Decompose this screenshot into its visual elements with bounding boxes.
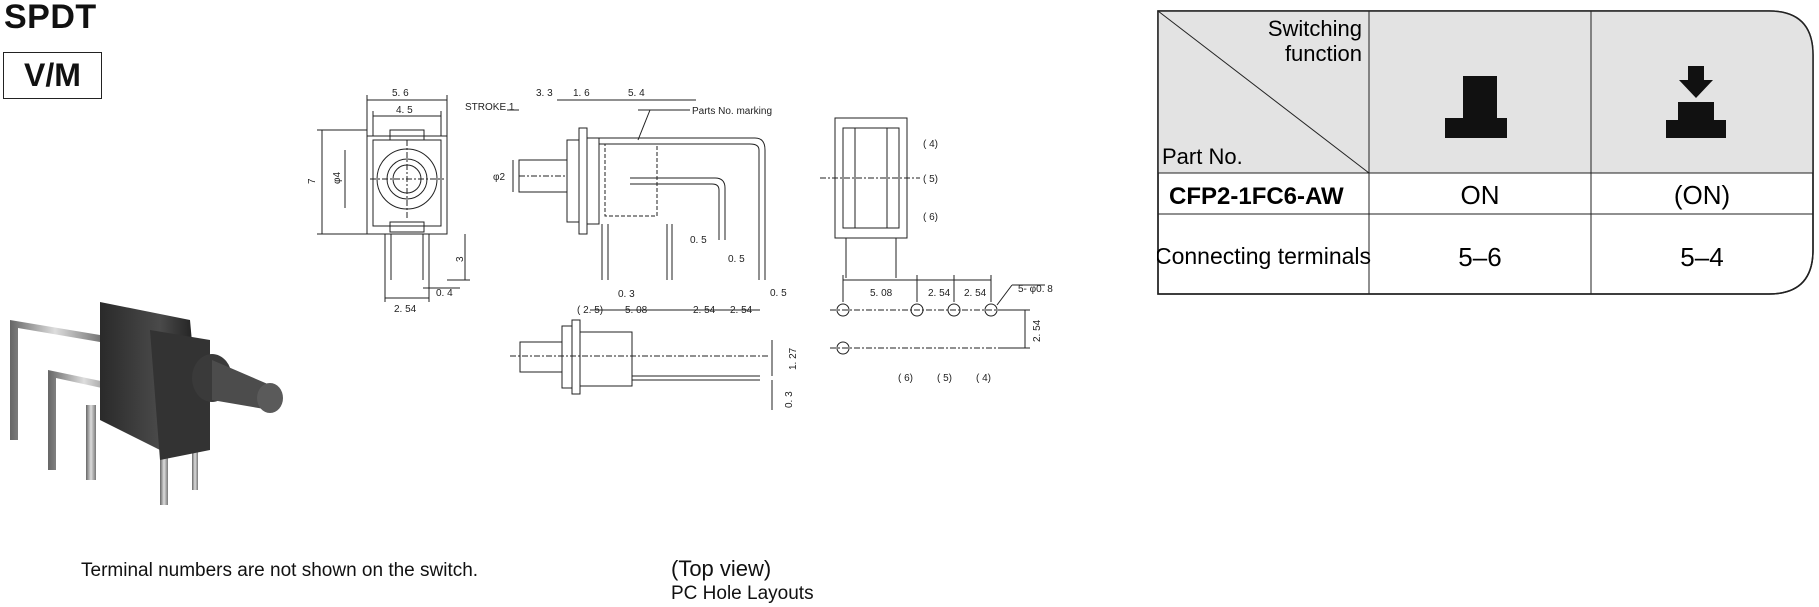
- part-number: CFP2-1FC6-AW: [1169, 183, 1344, 210]
- pressed-plunger-icon: [1666, 66, 1726, 138]
- col1-state: ON: [1461, 180, 1500, 210]
- dim-phi2: φ2: [493, 172, 505, 183]
- dim-2-5: ( 2. 5): [577, 305, 603, 316]
- switching-table: Switching function Part No. CFP2-1FC6-AW…: [1157, 10, 1814, 295]
- hole-5-08: 5. 08: [870, 288, 893, 299]
- dim-0-5-c: 0. 5: [770, 288, 787, 299]
- part-no-label: Part No.: [1162, 144, 1243, 169]
- top-view-caption: (Top view): [671, 556, 772, 581]
- hole-2-54-a: 2. 54: [928, 288, 951, 299]
- hole-6: ( 6): [898, 373, 913, 384]
- terminal-6: ( 6): [923, 212, 938, 223]
- hole-2-54-v: 2. 54: [1032, 319, 1043, 342]
- dim-1-27: 1. 27: [788, 347, 799, 370]
- dim-7: 7: [307, 178, 318, 184]
- col1-terminals: 5–6: [1458, 242, 1501, 272]
- connecting-label: Connecting terminals: [1157, 243, 1371, 269]
- hole-4: ( 4): [976, 373, 991, 384]
- type-box: V/M: [3, 52, 102, 99]
- dim-5-08: 5. 08: [625, 305, 648, 316]
- switching-label-2: function: [1285, 41, 1362, 66]
- dim-5-6: 5. 6: [392, 88, 409, 99]
- page-title: SPDT: [4, 0, 97, 36]
- dim-0-3-b: 0. 3: [784, 391, 795, 408]
- dim-1-6: 1. 6: [573, 88, 590, 99]
- dim-0-4: 0. 4: [436, 288, 453, 299]
- dim-4-5: 4. 5: [396, 105, 413, 116]
- col2-state: (ON): [1674, 180, 1730, 210]
- switch-photo: [10, 302, 283, 505]
- hole-2-54-b: 2. 54: [964, 288, 987, 299]
- dim-0-5-b: 0. 5: [728, 254, 745, 265]
- dim-3: 3: [455, 256, 466, 262]
- dim-phi4: φ4: [332, 172, 343, 184]
- hole-phi: 5- φ0. 8: [1018, 284, 1053, 295]
- stroke-label: STROKE 1: [465, 102, 515, 113]
- terminal-note: Terminal numbers are not shown on the sw…: [81, 560, 479, 581]
- terminal-5: ( 5): [923, 174, 938, 185]
- dim-0-3: 0. 3: [618, 289, 635, 300]
- dimension-drawing: 5. 6 4. 5 7 φ4 3 0. 4 2. 54 STROKE 1 3. …: [307, 88, 1053, 410]
- dim-2-54: 2. 54: [394, 304, 417, 315]
- dim-5-4: 5. 4: [628, 88, 645, 99]
- dim-2-54-b: 2. 54: [693, 305, 716, 316]
- switching-label-1: Switching: [1268, 16, 1362, 41]
- pc-hole-caption: PC Hole Layouts: [671, 583, 814, 604]
- dim-0-5-a: 0. 5: [690, 235, 707, 246]
- dim-2-54-c: 2. 54: [730, 305, 753, 316]
- hole-5: ( 5): [937, 373, 952, 384]
- terminal-4: ( 4): [923, 139, 938, 150]
- col2-terminals: 5–4: [1680, 242, 1723, 272]
- dim-3-3: 3. 3: [536, 88, 553, 99]
- parts-marking-label: Parts No. marking: [692, 106, 772, 117]
- released-plunger-icon: [1445, 76, 1507, 138]
